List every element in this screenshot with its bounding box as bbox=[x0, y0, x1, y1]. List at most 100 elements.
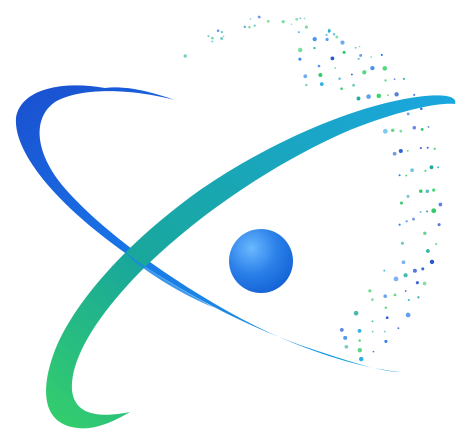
particle-dot bbox=[183, 54, 187, 58]
particle-dot bbox=[340, 40, 345, 45]
particle-dot bbox=[376, 93, 382, 99]
particle-dot bbox=[343, 335, 348, 340]
particle-dot bbox=[398, 223, 401, 226]
particle-dot bbox=[356, 96, 361, 101]
particle-dot bbox=[354, 46, 357, 49]
particle-dot bbox=[422, 281, 427, 286]
particle-dot bbox=[317, 64, 321, 68]
particle-dot bbox=[290, 23, 293, 25]
particle-dot bbox=[383, 294, 387, 298]
particle-dot bbox=[325, 37, 329, 42]
orbit-ring-green bbox=[46, 95, 456, 429]
particle-dot bbox=[211, 40, 214, 43]
particle-dot bbox=[393, 78, 396, 81]
particle-dot bbox=[248, 26, 251, 29]
particle-dot bbox=[295, 17, 299, 21]
particle-dot bbox=[360, 54, 363, 56]
particle-dot bbox=[371, 330, 374, 333]
particle-dot bbox=[421, 267, 425, 271]
particle-dot bbox=[339, 327, 344, 332]
particle-dot bbox=[319, 82, 324, 86]
particle-dot bbox=[249, 18, 252, 20]
particle-dot bbox=[318, 72, 323, 78]
particle-dot bbox=[425, 189, 430, 194]
particle-dot bbox=[412, 217, 415, 221]
particle-dot bbox=[438, 202, 443, 207]
particle-dot bbox=[353, 310, 359, 316]
particle-dot bbox=[325, 33, 328, 37]
particle-dot bbox=[352, 83, 355, 87]
particle-dot bbox=[417, 296, 420, 299]
particle-dot bbox=[400, 241, 404, 245]
particle-dot bbox=[437, 223, 441, 227]
particle-dot bbox=[433, 147, 436, 150]
particle-dot bbox=[410, 168, 414, 172]
particle-dot bbox=[391, 128, 395, 132]
particle-dot bbox=[207, 35, 210, 38]
particle-dot bbox=[432, 188, 436, 192]
particle-dot bbox=[220, 37, 224, 40]
particle-dot bbox=[362, 70, 367, 75]
particle-dot bbox=[216, 29, 220, 32]
particle-dot bbox=[366, 94, 371, 99]
particle-dot bbox=[407, 299, 410, 302]
nucleus-sphere bbox=[229, 229, 293, 293]
particle-dot bbox=[382, 128, 388, 134]
particle-dot bbox=[298, 57, 302, 61]
particle-dot bbox=[403, 273, 408, 278]
particle-dot bbox=[303, 74, 308, 79]
particle-dot bbox=[266, 19, 270, 23]
particle-dot bbox=[405, 312, 411, 318]
particle-dot bbox=[406, 112, 410, 116]
particle-dot bbox=[384, 79, 387, 82]
particle-dot bbox=[358, 339, 361, 342]
particle-dot bbox=[370, 56, 373, 58]
particle-dot bbox=[384, 306, 388, 309]
particle-dot bbox=[404, 290, 407, 292]
particle-dot bbox=[357, 57, 360, 61]
particle-dot bbox=[426, 146, 429, 149]
particle-dot bbox=[368, 289, 372, 293]
particle-dot bbox=[398, 174, 401, 177]
particle-dot bbox=[405, 174, 408, 177]
particle-dot bbox=[385, 316, 389, 320]
particle-dot bbox=[406, 149, 409, 152]
particle-dot bbox=[344, 344, 349, 349]
particle-dot bbox=[397, 327, 400, 330]
particle-dot bbox=[399, 201, 404, 205]
particle-dot bbox=[253, 24, 256, 27]
particle-dot bbox=[305, 83, 308, 87]
particle-dot bbox=[332, 32, 336, 36]
particle-dot bbox=[335, 35, 339, 39]
particle-dot bbox=[243, 25, 247, 29]
particle-dot bbox=[402, 77, 405, 80]
particle-dot bbox=[334, 67, 337, 69]
particle-dot bbox=[392, 151, 397, 156]
particle-dot bbox=[405, 220, 408, 223]
particle-dot bbox=[371, 320, 374, 323]
particle-dot bbox=[413, 93, 416, 96]
particle-dot bbox=[420, 127, 424, 131]
particle-dot bbox=[357, 347, 363, 353]
particle-dot bbox=[387, 94, 389, 97]
particle-dot bbox=[406, 194, 410, 198]
particle-dot bbox=[419, 107, 423, 111]
particle-dot bbox=[257, 15, 261, 19]
particle-dot bbox=[423, 231, 427, 235]
particle-dot bbox=[429, 259, 435, 265]
particle-dot bbox=[431, 208, 437, 214]
particle-dot bbox=[327, 30, 331, 34]
particle-dot bbox=[342, 50, 346, 54]
particle-dot bbox=[398, 149, 403, 153]
particle-dot bbox=[419, 189, 423, 193]
particle-dot bbox=[304, 25, 308, 29]
particle-dot bbox=[419, 211, 422, 213]
particle-dot bbox=[371, 298, 374, 301]
particle-dot bbox=[358, 45, 361, 48]
particle-dot bbox=[437, 166, 440, 169]
particle-dot bbox=[394, 92, 399, 97]
particle-dot bbox=[330, 56, 335, 61]
particle-dot bbox=[393, 276, 399, 282]
